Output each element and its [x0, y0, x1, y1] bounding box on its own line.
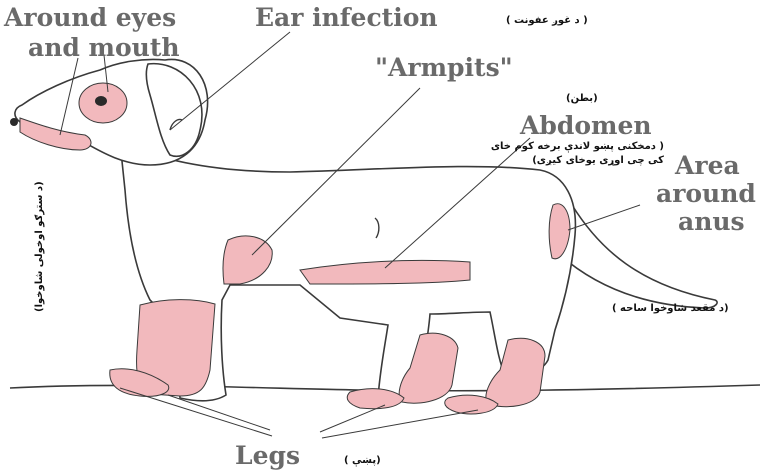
nose [10, 118, 18, 126]
hind-leg-right [486, 338, 545, 406]
label-and-mouth: and mouth [28, 34, 180, 62]
caption-anus: (د مقعد شاوخوا ساحه ) [612, 302, 729, 316]
label-around-eyes: Around eyes [4, 4, 176, 32]
label-anus: anus [678, 208, 745, 236]
caption-eyes-mouth: (د سترګو اوخولی شاوخوا) [34, 181, 45, 312]
label-armpits: "Armpits" [375, 54, 513, 82]
label-around: around [656, 180, 756, 208]
label-ear-infection: Ear infection [255, 4, 438, 32]
label-legs: Legs [235, 442, 300, 470]
caption-ear: ( د غوږ عفونت ) [506, 14, 588, 28]
caption-legs: (پښې ) [344, 454, 381, 468]
label-area: Area [675, 152, 740, 180]
label-abdomen: Abdomen [520, 112, 652, 140]
eye [95, 96, 107, 106]
caption-armpits: (بطن) [566, 92, 598, 106]
caption-abdomen: ( دمخکنی پښو لاندې برخه کوم خای کی چی او… [478, 140, 664, 168]
